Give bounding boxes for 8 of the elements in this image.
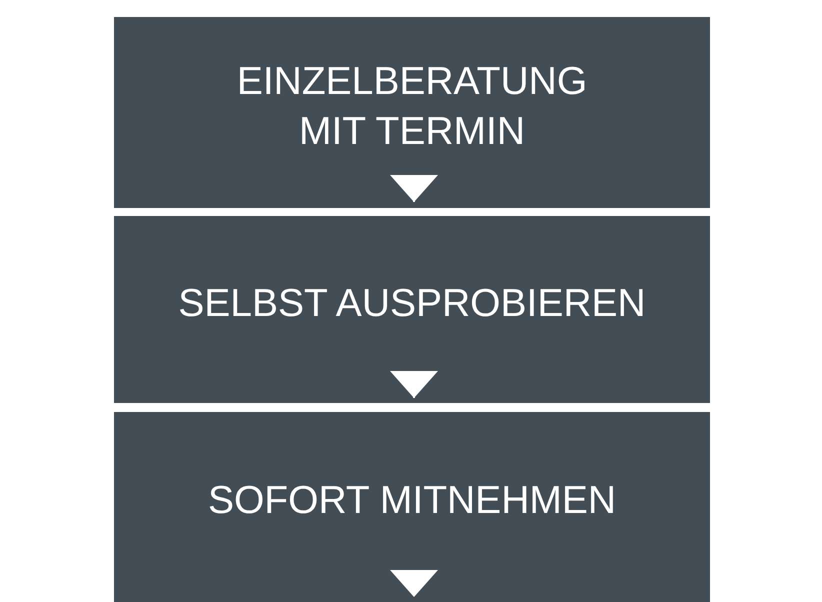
down-arrow — [390, 175, 438, 202]
step-box — [114, 17, 710, 208]
step-box — [114, 412, 710, 602]
step-box — [114, 216, 710, 403]
step-label: EINZELBERATUNG MIT TERMIN — [236, 58, 588, 154]
step-label: SOFORT MITNEHMEN — [208, 478, 616, 524]
step-label: SELBST AUSPROBIEREN — [178, 280, 646, 326]
down-arrow — [390, 371, 438, 398]
